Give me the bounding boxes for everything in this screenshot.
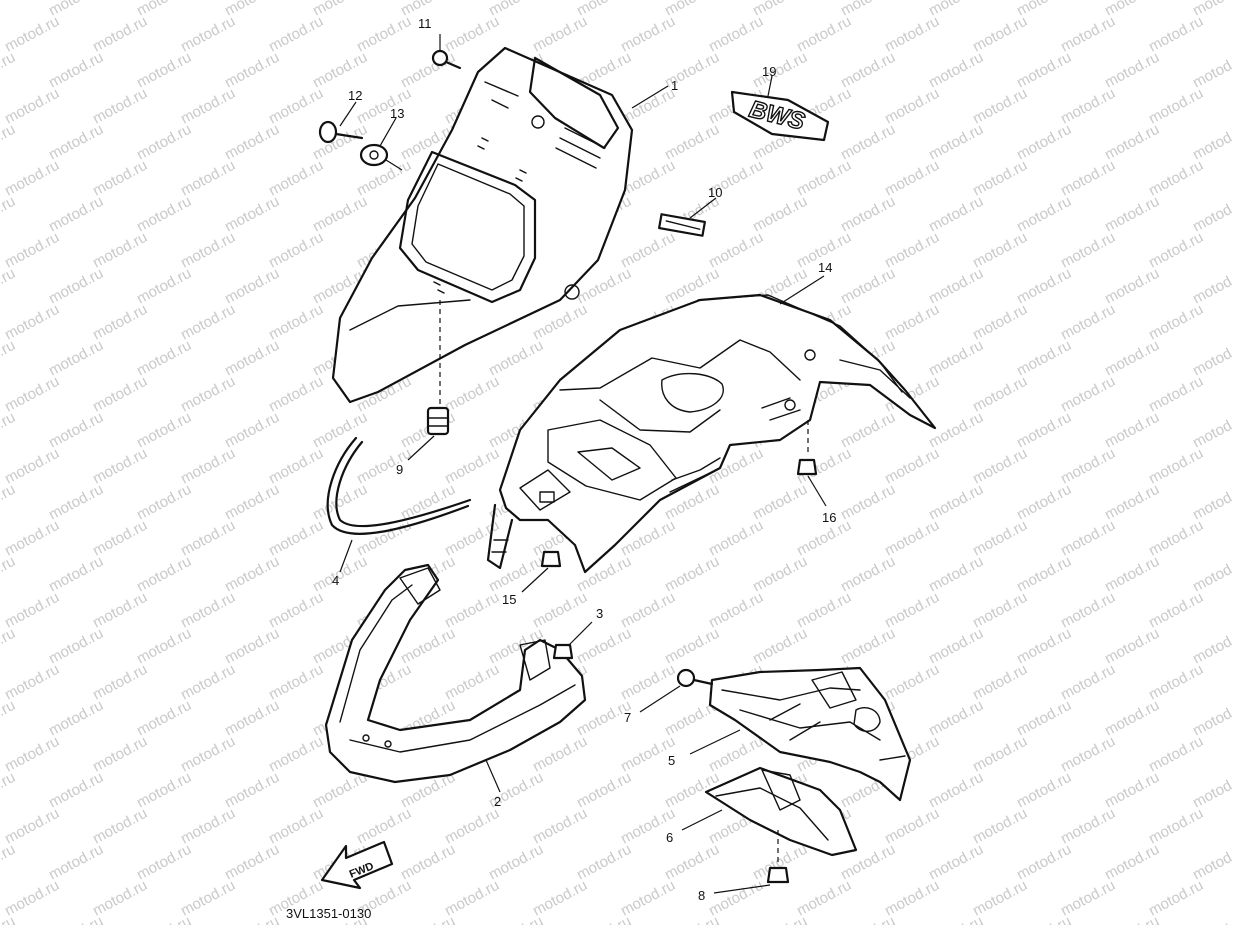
callout-6: 6 [666,830,673,845]
callout-19: 19 [762,64,776,79]
badge-text: BWS [747,96,808,136]
part-lower-cover-2 [324,563,587,784]
callout-4: 4 [332,573,339,588]
callout-7: 7 [624,710,631,725]
part-front-cover [331,46,634,404]
part-badge-19: BWS [730,90,830,142]
part-clip-16 [796,420,827,507]
part-nut-13 [359,143,403,171]
callout-14: 14 [818,260,832,275]
callout-labels: 1 11 12 13 19 10 14 9 16 4 15 3 7 5 2 6 … [332,16,836,903]
callout-12: 12 [348,88,362,103]
part-inner-panel-5 [708,666,912,802]
part-bolt-11 [431,49,462,70]
fwd-arrow-icon: FWD [320,840,394,890]
callout-8: 8 [698,888,705,903]
part-screw-8 [713,830,790,894]
callout-9: 9 [396,462,403,477]
callout-5: 5 [668,753,675,768]
callout-2: 2 [494,794,501,809]
callout-16: 16 [822,510,836,525]
part-screw-7 [639,668,714,713]
callout-10: 10 [708,185,722,200]
part-clip-15 [521,550,562,593]
part-screw-12 [318,120,364,144]
callout-1: 1 [671,78,678,93]
part-molding-4 [326,436,472,573]
part-bolt-3 [552,621,593,660]
part-lower-guard-6 [681,766,858,857]
leader-lines [339,34,825,793]
diagram-code: 3VL1351-0130 [286,906,371,921]
part-grommet-9 [426,300,450,436]
callout-13: 13 [390,106,404,121]
callout-11: 11 [418,16,432,31]
part-emblem-10 [658,213,706,237]
callout-3: 3 [596,606,603,621]
part-rear-fender [486,293,937,574]
callout-15: 15 [502,592,516,607]
